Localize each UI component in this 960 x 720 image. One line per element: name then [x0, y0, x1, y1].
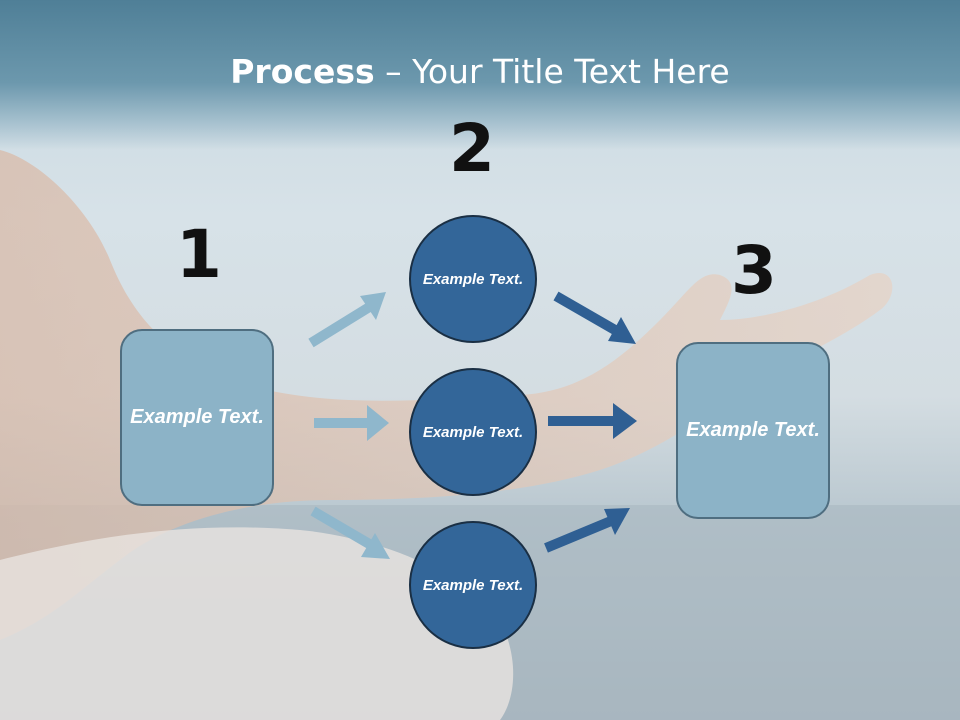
arrow-left-to-bottom [310, 506, 390, 559]
arrow-middle-to-right [548, 403, 637, 439]
step-circle-top: Example Text. [409, 215, 537, 343]
arrow-bottom-to-right [544, 508, 630, 553]
arrow-top-to-right [553, 291, 636, 344]
step-circle-middle: Example Text. [409, 368, 537, 496]
arrow-left-to-top [308, 292, 386, 348]
step-number-1: 1 [176, 216, 222, 293]
slide-title: Process – Your Title Text Here [0, 52, 960, 91]
title-rest: – Your Title Text Here [374, 52, 730, 91]
right-step-box: Example Text. [676, 342, 830, 519]
step-number-2: 2 [449, 110, 495, 187]
arrow-left-to-middle [314, 405, 389, 441]
title-bold: Process [230, 52, 375, 91]
title-band [0, 0, 960, 150]
step-number-3: 3 [731, 232, 777, 309]
step-circle-bottom: Example Text. [409, 521, 537, 649]
left-step-box: Example Text. [120, 329, 274, 506]
